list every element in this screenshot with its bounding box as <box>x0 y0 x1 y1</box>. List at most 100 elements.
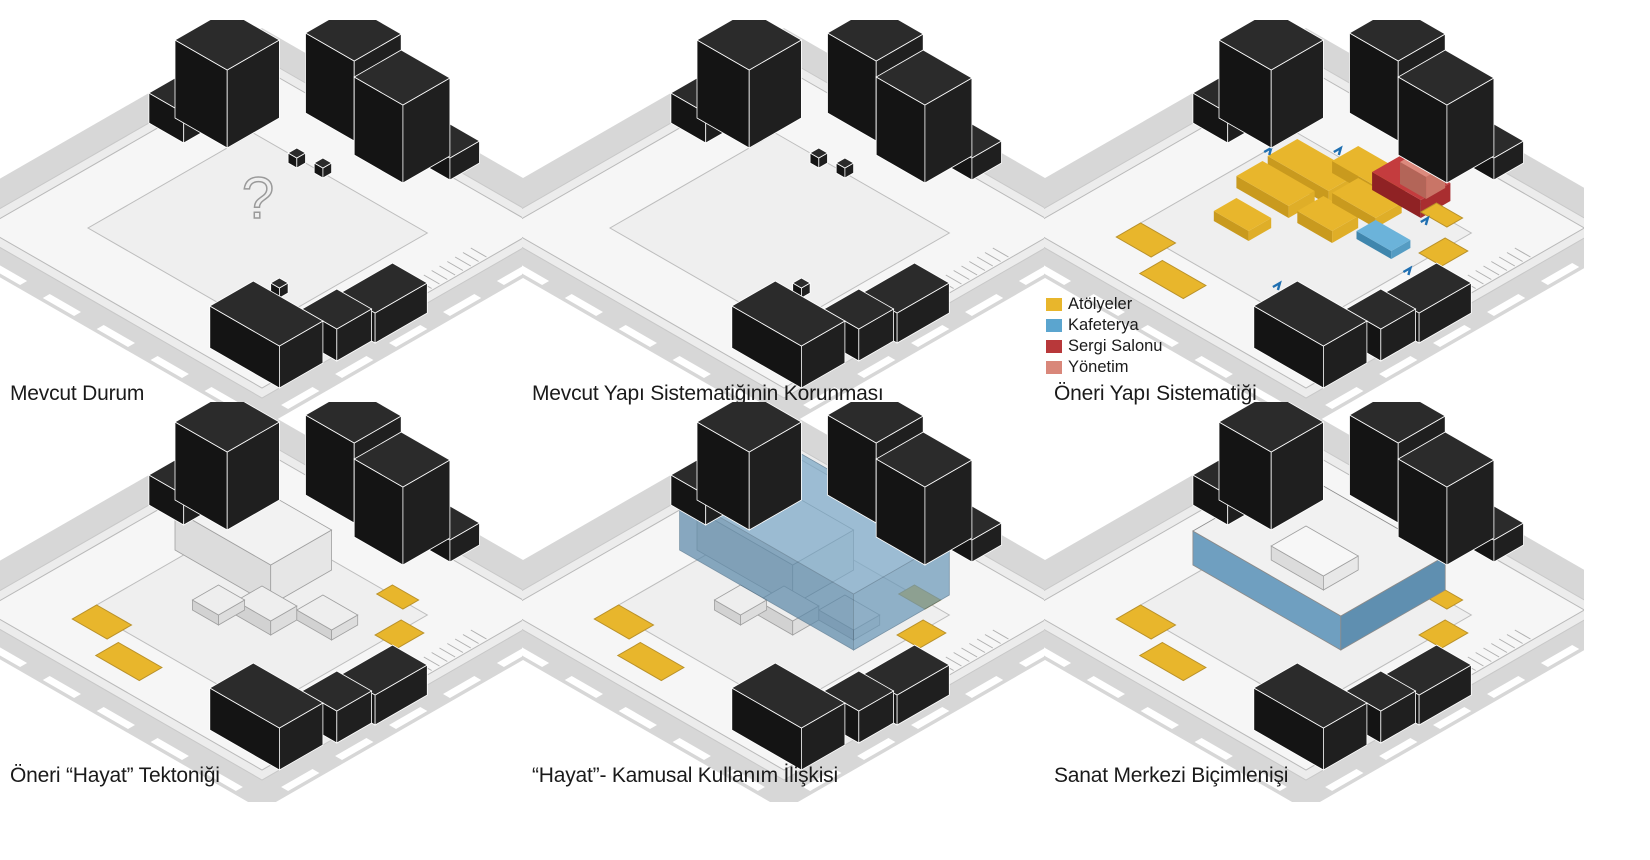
lane-marking <box>618 707 657 729</box>
administration-face-left <box>1400 162 1427 199</box>
roof-volume <box>1270 525 1360 591</box>
parking-stripe <box>1475 652 1492 662</box>
context-buildings <box>148 402 481 771</box>
parking-stripe <box>1498 638 1516 649</box>
minor-volume-3-face-top <box>191 584 246 616</box>
tower-back-b <box>1397 49 1495 184</box>
program-layer <box>1115 139 1469 300</box>
tower-left <box>1218 402 1325 531</box>
tower-left-face-top <box>1218 402 1325 453</box>
parking-stripe <box>439 647 456 658</box>
legend-swatch <box>1046 361 1062 374</box>
lane-marking <box>857 356 896 378</box>
axonometric-preserve <box>522 20 1062 420</box>
parking-stripe <box>1483 647 1500 658</box>
parking-stripe <box>976 638 994 649</box>
legend-label: Sergi Salonu <box>1068 337 1163 355</box>
lane-marking <box>96 325 135 347</box>
parking-stripe <box>992 247 1009 258</box>
tower-back-b-face-top <box>1397 431 1495 488</box>
lane-marking <box>672 356 711 378</box>
question-mark: ? <box>242 166 274 231</box>
axonometric-form <box>1044 402 1584 802</box>
workshop-block-3-face-left <box>1297 211 1333 243</box>
cafeteria <box>1356 220 1411 259</box>
tower-back-a-face-top <box>1348 20 1447 62</box>
minor-volume-1-face-top <box>235 585 298 622</box>
parking-stripe <box>969 261 986 271</box>
panel-program: Atölyeler Kafeterya Sergi Salonu Yönetim… <box>1044 20 1584 420</box>
tower-left-face-top <box>174 20 281 71</box>
legend-item-sergi-salonu: Sergi Salonu <box>1046 336 1162 357</box>
parking-stripe <box>953 270 970 280</box>
kiosk-2-face-top <box>835 157 855 169</box>
workshop-block-3-face-right <box>1332 216 1359 243</box>
public-yellow-zone <box>1419 202 1464 228</box>
parking-stripe <box>1506 252 1523 262</box>
panel-caption: Mevcut Yapı Sistematiğinin Korunması <box>532 382 884 405</box>
tower-back-b <box>875 431 973 566</box>
lane-marking <box>1540 263 1580 285</box>
panel-caption: Öneri Yapı Sistematiği <box>1054 382 1257 405</box>
lane-marking <box>1487 294 1526 316</box>
tower-left-face-top <box>1218 20 1325 71</box>
minor-volume-2 <box>295 594 359 641</box>
lane-marking <box>803 387 842 409</box>
lane-marking <box>672 738 711 760</box>
block-front-face-top <box>1252 280 1368 347</box>
workshop-block-6-face-top <box>1213 198 1272 231</box>
lane-marking <box>150 356 189 378</box>
lane-marking <box>335 356 374 378</box>
lane-marking <box>1325 769 1364 791</box>
kiosk-2-face-top <box>313 157 333 169</box>
lane-marking <box>1433 707 1472 729</box>
kiosk-3 <box>791 277 811 299</box>
panel-caption: “Hayat”- Kamusal Kullanım İlişkisi <box>532 764 838 787</box>
lane-marking <box>1140 325 1179 347</box>
lane-marking <box>965 294 1004 316</box>
parking-stripe <box>984 252 1001 262</box>
lane-marking <box>389 707 428 729</box>
entry-arrow-icon <box>1402 265 1413 276</box>
context-buildings <box>148 20 481 389</box>
legend-label: Kafeterya <box>1068 316 1139 334</box>
tower-left <box>1218 20 1325 149</box>
kiosk-1 <box>809 147 829 169</box>
legend-item-atolyeler: Atölyeler <box>1046 294 1162 315</box>
block-front-face-top <box>208 280 324 347</box>
lane-marking <box>96 707 135 729</box>
workshop-block-5 <box>1332 178 1402 228</box>
block-front <box>730 662 846 771</box>
parking-stripe <box>961 265 978 276</box>
public-yellow-zone <box>1138 259 1207 300</box>
block-front <box>208 662 324 771</box>
legend-item-yonetim: Yönetim <box>1046 357 1162 378</box>
parking-stripe <box>969 643 986 653</box>
cafeteria-face-left <box>1356 231 1392 259</box>
roof-volume-face-top <box>1270 525 1360 577</box>
panel-existing: ? Mevcut Durum <box>0 20 540 420</box>
axonometric-public <box>522 402 1062 802</box>
lane-marking <box>803 769 842 791</box>
lane-marking <box>911 325 950 347</box>
workshop-block-2 <box>1236 161 1315 218</box>
workshop-block-5-face-right <box>1375 203 1402 228</box>
kiosk-1-face-top <box>809 147 829 159</box>
parking-stripe <box>984 634 1001 644</box>
parking-stripe <box>1475 270 1492 280</box>
workshop-block-5-face-top <box>1332 178 1402 218</box>
block-front <box>208 280 324 389</box>
public-yellow-zone <box>593 604 655 640</box>
block-right-a-face-top <box>339 262 429 314</box>
workshop-block-2-face-left <box>1236 176 1289 218</box>
program-layer <box>1115 470 1469 682</box>
panel-tectonic: Öneri “Hayat” Tektoniği <box>0 402 540 802</box>
lane-marking <box>522 265 550 285</box>
axonometric-existing: ? <box>0 20 540 420</box>
legend-swatch <box>1046 298 1062 311</box>
panel-preserve: Mevcut Yapı Sistematiğinin Korunması <box>522 20 1062 420</box>
tower-back-b-face-top <box>353 431 451 488</box>
program-legend: Atölyeler Kafeterya Sergi Salonu Yönetim <box>1046 294 1162 378</box>
legend-item-kafeterya: Kafeterya <box>1046 315 1162 336</box>
parking-stripe <box>431 652 448 662</box>
